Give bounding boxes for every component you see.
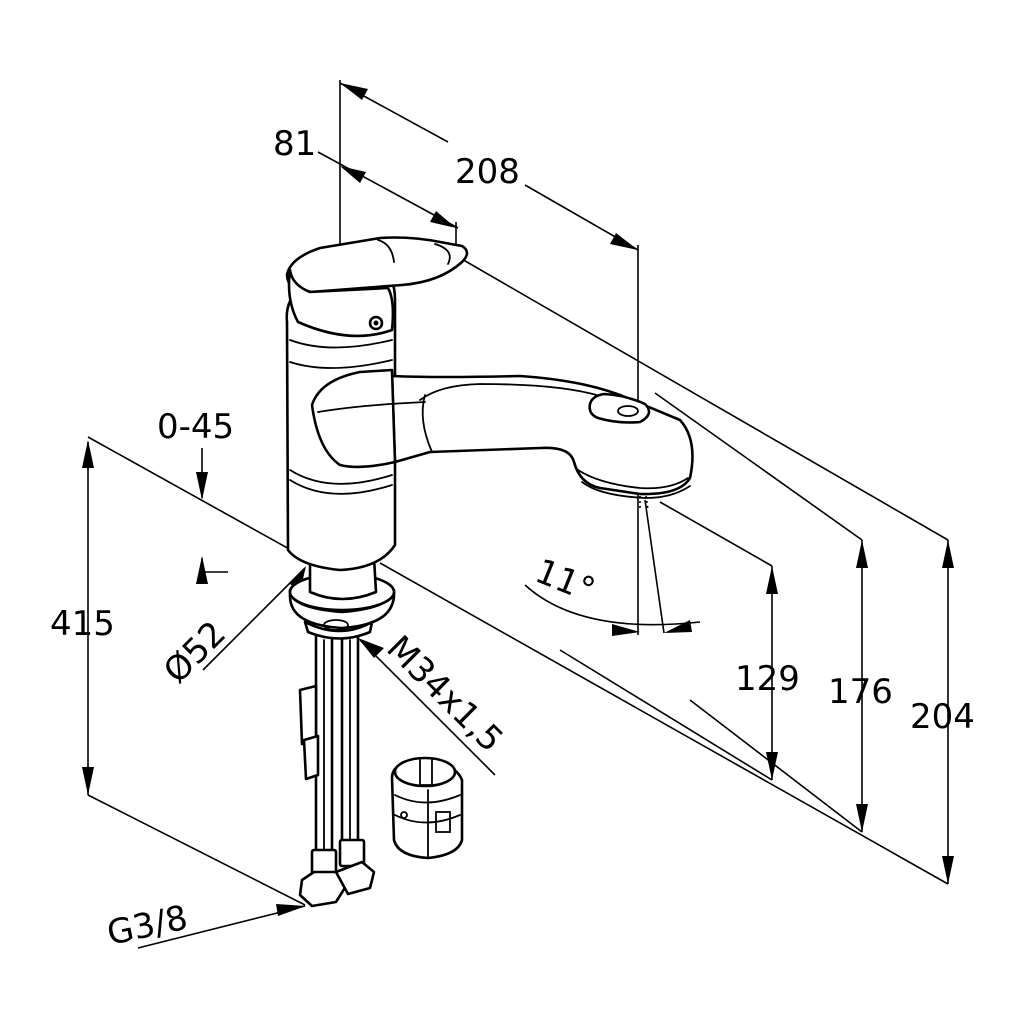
label-0-45: 0-45 (157, 407, 234, 447)
arrow-g38 (276, 904, 306, 916)
arrow-m34 (358, 638, 384, 658)
arrow-208-end (610, 233, 638, 250)
arrow-129-bottom (766, 752, 778, 780)
label-angle: 11° (530, 551, 601, 611)
arrowheads (82, 83, 954, 916)
dimension-labels: 208 81 0-45 415 Ø52 M34x1,5 G3/8 11° 129… (50, 124, 975, 954)
spout (310, 368, 694, 499)
label-m34: M34x1,5 (379, 628, 511, 760)
label-129: 129 (735, 659, 800, 699)
arrow-415-bottom (82, 767, 94, 795)
arrow-415-top (82, 440, 94, 468)
arrow-176-top (856, 540, 868, 568)
faucet (285, 236, 694, 908)
label-208: 208 (455, 152, 520, 192)
label-d52: Ø52 (156, 614, 234, 692)
arrow-81-end (430, 211, 456, 228)
supply-hoses (298, 628, 376, 908)
arrow-81-start (340, 166, 366, 183)
aerator-dots (639, 495, 649, 511)
arrow-204-bottom (942, 856, 954, 884)
arrow-angle-right (664, 620, 692, 633)
label-g38: G3/8 (104, 898, 192, 954)
mounting-nut (390, 756, 464, 860)
arrow-0-45-lower (196, 556, 208, 584)
label-81: 81 (273, 124, 316, 164)
arrow-angle-left (612, 624, 640, 636)
label-176: 176 (828, 672, 893, 712)
arrow-204-top (942, 540, 954, 568)
arrow-208-start (340, 83, 368, 100)
label-415: 415 (50, 604, 115, 644)
arrow-129-top (766, 566, 778, 594)
arrow-176-bottom (856, 804, 868, 832)
lever-handle (285, 236, 469, 338)
dimension-lines (87, 80, 949, 949)
arrow-0-45 (196, 472, 208, 500)
label-204: 204 (910, 697, 975, 737)
